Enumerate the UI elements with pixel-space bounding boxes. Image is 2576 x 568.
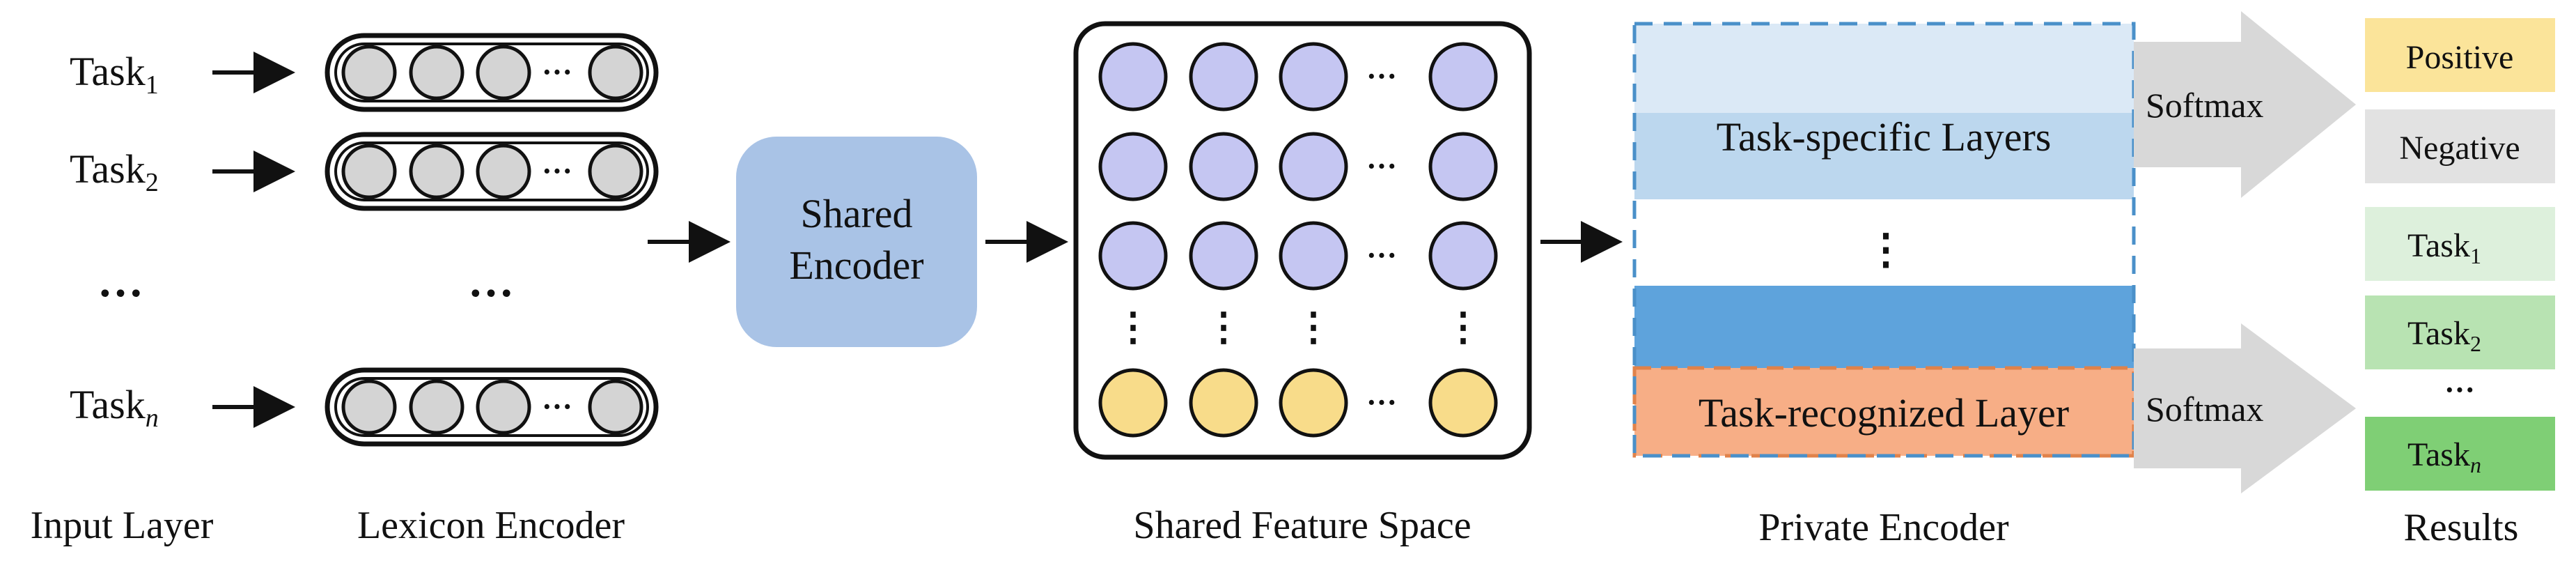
result-negative-label: Negative (2399, 130, 2520, 167)
shared-feature-space: ··· ··· ··· ⋮ ⋮ ⋮ ⋮ ··· (1073, 21, 1532, 460)
feature-node (1189, 221, 1258, 291)
shared-encoder-line2: Encoder (789, 243, 923, 288)
feature-node (1428, 132, 1498, 201)
feature-col-ellipsis: ⋮ (1114, 306, 1153, 349)
result-task-n (2365, 417, 2555, 491)
feature-node (1279, 221, 1348, 291)
feature-node (1279, 42, 1348, 112)
feature-row-ellipsis: ··· (1366, 385, 1397, 420)
result-positive-label: Positive (2406, 39, 2514, 76)
feature-row-ellipsis: ··· (1366, 238, 1397, 273)
feature-node (1279, 132, 1348, 201)
lexicon-node (409, 379, 465, 435)
softmax-label-top: Softmax (2146, 86, 2263, 125)
task-specific-layers-label: Task-specific Layers (1717, 114, 2052, 160)
shared-encoder: Shared Encoder (736, 137, 977, 347)
lexicon-node (476, 144, 531, 199)
lexicon-row-2: ··· (325, 132, 659, 211)
lexicon-node (409, 45, 465, 100)
result-task-n-label: Taskn (2407, 436, 2481, 477)
task-specific-layer (1634, 113, 2134, 199)
feature-row-ellipsis: ··· (1366, 149, 1397, 183)
lexicon-node (341, 45, 397, 100)
private-encoder-ellipsis: ⋮ (1865, 227, 1907, 273)
result-task-2-label: Task2 (2407, 315, 2481, 356)
captions: Input Layer Lexicon Encoder Shared Featu… (31, 504, 2519, 549)
feature-row-ellipsis: ··· (1366, 59, 1397, 93)
caption-private-encoder: Private Encoder (1758, 506, 2009, 549)
task-recognized-layer-label: Task-recognized Layer (1699, 390, 2069, 436)
feature-node-task (1428, 368, 1498, 438)
result-positive (2365, 18, 2555, 92)
softmax-label-bottom: Softmax (2146, 390, 2263, 429)
lexicon-node (476, 45, 531, 100)
feature-node (1428, 42, 1498, 112)
results-ellipsis: ··· (2444, 373, 2475, 407)
lexicon-node (588, 45, 643, 100)
feature-node (1189, 42, 1258, 112)
feature-col-ellipsis: ⋮ (1204, 306, 1243, 349)
feature-col-ellipsis: ⋮ (1294, 306, 1333, 349)
feature-node-task (1098, 368, 1168, 438)
feature-node-task (1189, 368, 1258, 438)
feature-node (1098, 42, 1168, 112)
shared-encoder-line1: Shared (800, 191, 912, 236)
lexicon-ellipsis: … (468, 256, 514, 307)
caption-lexicon-encoder: Lexicon Encoder (357, 504, 625, 547)
task-recognized-layer (1634, 368, 2134, 456)
feature-node (1098, 221, 1168, 291)
lexicon-node (341, 379, 397, 435)
feature-node (1098, 132, 1168, 201)
result-task-1 (2365, 207, 2555, 281)
lexicon-row-ellipsis: ··· (542, 55, 572, 89)
lexicon-row-1: ··· (325, 33, 659, 112)
input-ellipsis: … (97, 256, 143, 307)
input-task-n-label: Taskn (70, 382, 159, 433)
caption-input-layer: Input Layer (31, 504, 214, 547)
result-negative (2365, 109, 2555, 183)
task-specific-layer-top (1634, 24, 2134, 113)
feature-col-ellipsis: ⋮ (1444, 306, 1483, 349)
lexicon-row-ellipsis: ··· (542, 390, 572, 424)
input-task-1-label: Task1 (70, 49, 159, 100)
task-specific-layer-dark (1634, 286, 2134, 368)
feature-node (1189, 132, 1258, 201)
lexicon-node (476, 379, 531, 435)
lexicon-row-ellipsis: ··· (542, 154, 572, 188)
results: Positive Negative Task1 Task2 ··· Taskn (2365, 18, 2555, 491)
result-task-2 (2365, 295, 2555, 369)
lexicon-node (409, 144, 465, 199)
feature-node (1428, 221, 1498, 291)
private-encoder: Task-specific Layers ⋮ Task-recognized L… (1632, 22, 2136, 458)
lexicon-node (588, 144, 643, 199)
result-task-1-label: Task1 (2407, 227, 2481, 268)
caption-results: Results (2404, 506, 2519, 549)
caption-shared-feature-space: Shared Feature Space (1133, 504, 1471, 547)
lexicon-node (341, 144, 397, 199)
private-encoder-dashed-border (1632, 22, 2136, 458)
lexicon-row-n: ··· (325, 367, 659, 447)
softmax-arrow-bottom: Softmax (2134, 323, 2356, 493)
lexicon-node (588, 379, 643, 435)
lexicon-encoder: ··· ··· … ··· (325, 33, 659, 447)
input-task-2-label: Task2 (70, 146, 159, 197)
feature-node-task (1279, 368, 1348, 438)
input-layer: Task1 Task2 … Taskn (70, 49, 295, 433)
softmax-arrow-top: Softmax (2134, 11, 2356, 198)
